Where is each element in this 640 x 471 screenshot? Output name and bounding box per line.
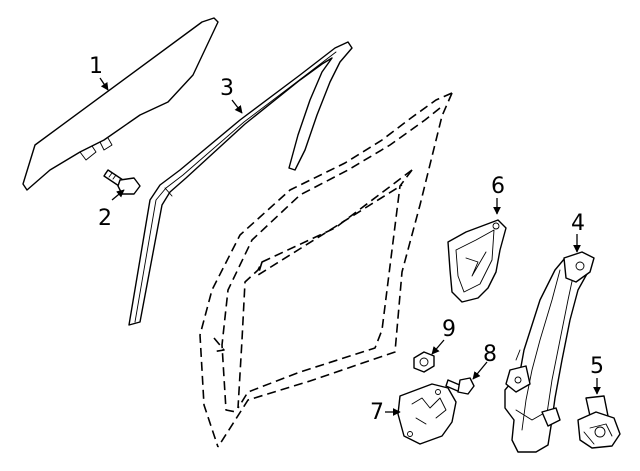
callout-8: 8 [483, 342, 497, 367]
support-plate [397, 383, 457, 445]
callout-1: 1 [89, 54, 103, 79]
callout-3: 3 [220, 76, 234, 101]
window-regulator [504, 251, 595, 453]
door-glass [22, 17, 219, 191]
callout-2: 2 [98, 206, 112, 231]
callout-7: 7 [370, 400, 384, 425]
leader-lines [99, 77, 601, 416]
glass-run-channel [128, 41, 353, 326]
regulator-motor [577, 395, 621, 449]
callout-4: 4 [571, 211, 585, 236]
door-shell-outline [199, 92, 453, 448]
glass-bolt [103, 169, 141, 195]
regulator-bracket [447, 219, 507, 303]
callout-9: 9 [442, 317, 456, 342]
mounting-bolt [445, 377, 475, 395]
nut [413, 351, 435, 373]
callout-5: 5 [590, 354, 604, 379]
callout-6: 6 [491, 174, 505, 199]
